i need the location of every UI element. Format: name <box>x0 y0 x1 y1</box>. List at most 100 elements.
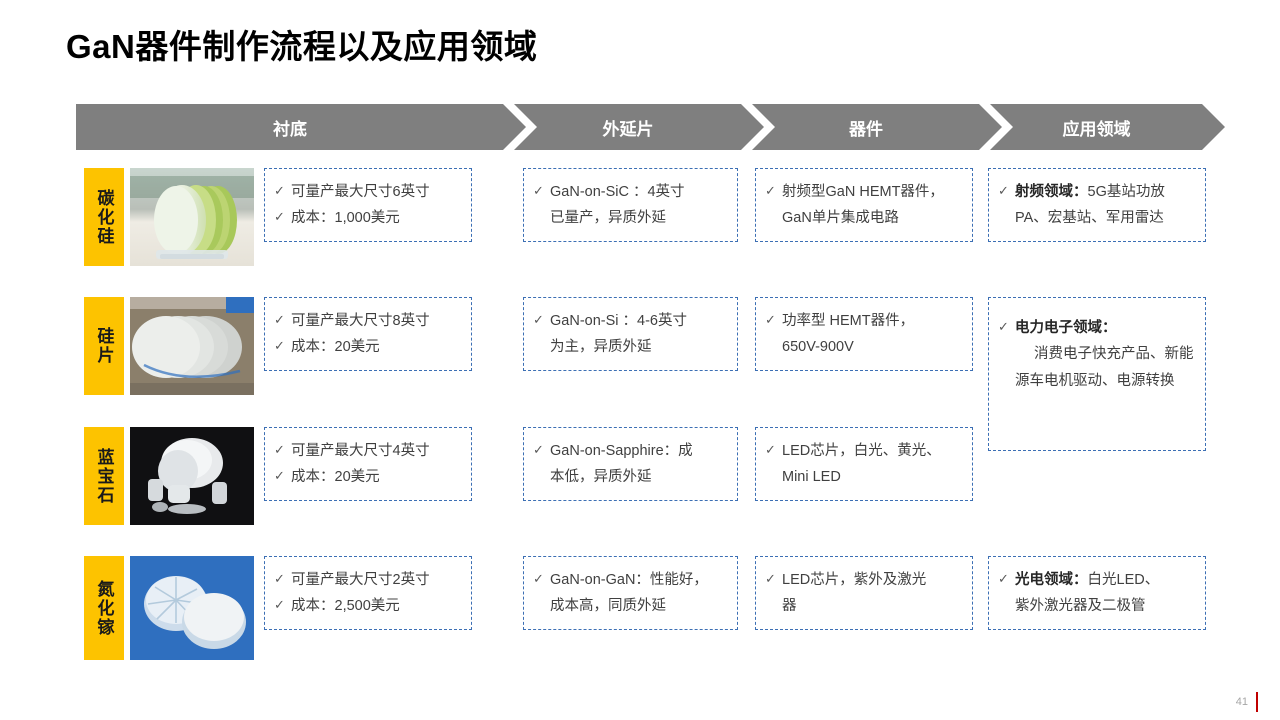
list-item-label: LED芯片，紫外及激光 <box>782 571 927 588</box>
silicon-wafer-photo <box>130 297 254 395</box>
check-icon: ✓ <box>274 570 285 586</box>
check-icon: ✓ <box>274 441 285 457</box>
process-step-label: 外延片 <box>602 119 654 139</box>
list-item: ✓ 光电领域：白光LED、 <box>998 567 1195 593</box>
list-item-continuation: 器 <box>782 598 797 614</box>
list-item: ✓ LED芯片，白光、黄光、 <box>765 438 962 464</box>
list-item-label: GaN-on-SiC ：4英寸 <box>550 183 685 200</box>
list-item-continuation: GaN单片集成电路 <box>782 210 899 226</box>
list-item-label: LED芯片，白光、黄光、 <box>782 442 941 459</box>
epiwafer-spec-box: ✓ GaN-on-Sapphire：成 本低，异质外延 <box>523 427 738 501</box>
list-item-label: 可量产最大尺寸2英寸 <box>291 571 430 588</box>
list-item-continuation: 已量产，异质外延 <box>550 210 666 226</box>
list-item: ✓ 成本：20美元 <box>274 334 461 360</box>
device-spec-box: ✓ 射频型GaN HEMT器件， GaN单片集成电路 <box>755 168 973 242</box>
row-label-text: 硅片 <box>94 327 114 365</box>
application-domain-label: 光电领域： <box>1015 571 1088 588</box>
list-item-label: 可量产最大尺寸8英寸 <box>291 312 430 329</box>
list-item-continuation: 成本高，同质外延 <box>550 598 666 614</box>
application-spec-box: ✓ 光电领域：白光LED、 紫外激光器及二极管 <box>988 556 1206 630</box>
check-icon: ✓ <box>533 182 544 198</box>
check-icon: ✓ <box>765 570 776 586</box>
list-item: ✓ 电力电子领域： <box>998 315 1195 341</box>
list-item: ✓ 成本：1,000美元 <box>274 205 461 231</box>
check-icon: ✓ <box>533 570 544 586</box>
list-item: ✓ 功率型 HEMT器件， <box>765 308 962 334</box>
application-domain-detail: 5G基站功放 <box>1087 183 1165 200</box>
list-item-continuation: 紫外激光器及二极管 <box>1015 598 1146 614</box>
process-step-device[interactable]: 器件 <box>752 104 1002 150</box>
list-item: ✓ 可量产最大尺寸8英寸 <box>274 308 461 334</box>
list-item: ✓ GaN-on-Si ：4-6英寸 <box>533 308 727 334</box>
list-item-label: 成本：20美元 <box>291 469 380 485</box>
list-item-continuation: PA、宏基站、军用雷达 <box>1015 210 1164 226</box>
list-item-continuation: Mini LED <box>782 469 841 485</box>
list-item-label: 成本：1,000美元 <box>291 210 400 226</box>
check-icon: ✓ <box>274 597 285 612</box>
list-item: ✓ 可量产最大尺寸4英寸 <box>274 438 461 464</box>
check-icon: ✓ <box>274 311 285 327</box>
list-item: ✓ 可量产最大尺寸2英寸 <box>274 567 461 593</box>
row-label-badge: 氮化镓 <box>84 556 124 660</box>
device-spec-box: ✓ 功率型 HEMT器件， 650V-900V <box>755 297 973 371</box>
row-label-badge: 碳化硅 <box>84 168 124 266</box>
application-domain-label: 电力电子领域： <box>1015 320 1117 336</box>
process-step-label: 器件 <box>849 119 883 139</box>
application-spec-box: ✓ 电力电子领域： 消费电子快充产品、新能源车电机驱动、电源转换 <box>988 297 1206 451</box>
row-label-badge: 蓝宝石 <box>84 427 124 525</box>
list-item: ✓ 成本：20美元 <box>274 464 461 490</box>
check-icon: ✓ <box>998 319 1009 334</box>
check-icon: ✓ <box>274 209 285 224</box>
check-icon: ✓ <box>765 182 776 198</box>
list-item-label: GaN-on-Sapphire：成 <box>550 442 693 459</box>
epiwafer-spec-box: ✓ GaN-on-Si ：4-6英寸 为主，异质外延 <box>523 297 738 371</box>
check-icon: ✓ <box>274 468 285 483</box>
list-item-label: 可量产最大尺寸6英寸 <box>291 183 430 200</box>
check-icon: ✓ <box>533 441 544 457</box>
row-label-badge: 硅片 <box>84 297 124 395</box>
page-number: 41 <box>1235 696 1248 708</box>
process-step-label: 衬底 <box>273 119 307 139</box>
check-icon: ✓ <box>998 182 1009 198</box>
gan-wafer-photo <box>130 556 254 660</box>
list-item-continuation: 本低，异质外延 <box>550 469 652 485</box>
application-domain-label: 射频领域： <box>1015 183 1088 200</box>
list-item-continuation: 为主，异质外延 <box>550 339 652 355</box>
sapphire-crystal-photo <box>130 427 254 525</box>
row-label-text: 氮化镓 <box>94 579 114 637</box>
page-title: GaN器件制作流程以及应用领域 <box>66 28 538 65</box>
substrate-spec-box: ✓ 可量产最大尺寸6英寸 ✓ 成本：1,000美元 <box>264 168 472 242</box>
list-item: ✓ GaN-on-GaN：性能好， <box>533 567 727 593</box>
check-icon: ✓ <box>765 441 776 457</box>
device-spec-box: ✓ LED芯片，白光、黄光、 Mini LED <box>755 427 973 501</box>
process-step-epiwafer[interactable]: 外延片 <box>514 104 764 150</box>
process-step-substrate[interactable]: 衬底 <box>76 104 526 150</box>
check-icon: ✓ <box>274 338 285 353</box>
list-item-label: 成本：2,500美元 <box>291 598 400 614</box>
process-step-application[interactable]: 应用领域 <box>990 104 1225 150</box>
epiwafer-spec-box: ✓ GaN-on-SiC ：4英寸 已量产，异质外延 <box>523 168 738 242</box>
row-label-text: 蓝宝石 <box>94 447 114 505</box>
check-icon: ✓ <box>533 311 544 327</box>
list-item: ✓ 成本：2,500美元 <box>274 593 461 619</box>
list-item-label: 成本：20美元 <box>291 339 380 355</box>
list-item: ✓ 射频型GaN HEMT器件， <box>765 179 962 205</box>
row-label-text: 碳化硅 <box>94 188 114 246</box>
list-item: ✓ LED芯片，紫外及激光 <box>765 567 962 593</box>
sic-wafer-photo <box>130 168 254 266</box>
application-domain-body: 消费电子快充产品、新能源车电机驱动、电源转换 <box>1015 346 1194 389</box>
substrate-spec-box: ✓ 可量产最大尺寸4英寸 ✓ 成本：20美元 <box>264 427 472 501</box>
list-item-label: 可量产最大尺寸4英寸 <box>291 442 430 459</box>
process-header-band: 衬底 外延片 器件 应用领域 <box>0 104 1280 150</box>
application-domain-detail: 白光LED、 <box>1087 571 1160 588</box>
list-item: ✓ 可量产最大尺寸6英寸 <box>274 179 461 205</box>
process-step-label: 应用领域 <box>1062 119 1131 139</box>
list-item-label: 射频型GaN HEMT器件， <box>782 183 944 200</box>
list-item: ✓ GaN-on-SiC ：4英寸 <box>533 179 727 205</box>
device-spec-box: ✓ LED芯片，紫外及激光 器 <box>755 556 973 630</box>
list-item-continuation: 650V-900V <box>782 339 854 355</box>
epiwafer-spec-box: ✓ GaN-on-GaN：性能好， 成本高，同质外延 <box>523 556 738 630</box>
page-accent-bar <box>1256 692 1258 712</box>
application-spec-box: ✓ 射频领域：5G基站功放 PA、宏基站、军用雷达 <box>988 168 1206 242</box>
